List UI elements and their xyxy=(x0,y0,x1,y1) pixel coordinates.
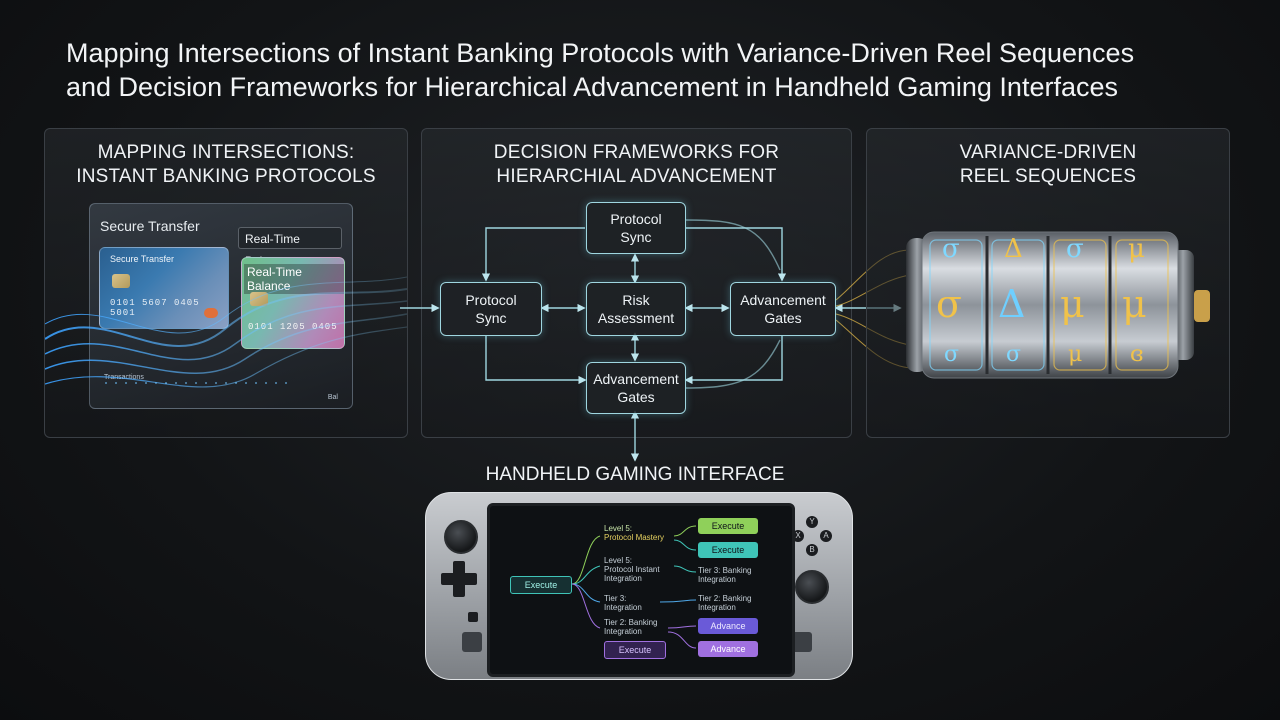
reel-symbol-sigma: σ xyxy=(1006,342,1022,367)
card-brand-icon xyxy=(204,308,218,318)
dpad-vertical[interactable] xyxy=(453,561,465,597)
reel-symbol-sigma: σ xyxy=(1066,234,1084,264)
node-label: Risk xyxy=(622,292,650,308)
banking-panel: MAPPING INTERSECTIONS: INSTANT BANKING P… xyxy=(44,128,408,438)
banking-title-line-2: INSTANT BANKING PROTOCOLS xyxy=(76,166,376,187)
tree-level-label: Tier 3: xyxy=(604,594,627,603)
tree-level-label: Integration xyxy=(698,603,736,612)
reels-panel-title: VARIANCE-DRIVEN REEL SEQUENCES xyxy=(867,141,1229,189)
face-button-b[interactable]: B xyxy=(806,544,818,556)
title-line-1: Mapping Intersections of Instant Banking… xyxy=(66,38,1135,68)
handheld-title: HANDHELD GAMING INTERFACE xyxy=(485,464,785,485)
reel-symbol-other: ɞ xyxy=(1130,342,1144,367)
tree-level-1: Level 5: Protocol Mastery xyxy=(604,524,664,542)
card-number: 0101 5607 0405 5001 xyxy=(110,298,200,318)
tree-right-item-2: Tier 2: Banking Integration xyxy=(698,594,752,612)
page-title: Mapping Intersections of Instant Banking… xyxy=(66,36,1246,104)
node-label: Sync xyxy=(475,310,507,326)
reel-symbol-mu: μ xyxy=(1068,342,1083,367)
node-label: Protocol xyxy=(465,292,517,308)
right-analog-stick[interactable] xyxy=(795,570,829,604)
tree-level-label: Integration xyxy=(698,575,736,584)
tree-level-label: Tier 3: Banking xyxy=(698,566,752,575)
decision-panel-title: DECISION FRAMEWORKS FOR HIERARCHIAL ADVA… xyxy=(422,141,851,189)
reel-symbol-sigma: σ xyxy=(942,234,960,264)
node-label: Advancement xyxy=(593,371,679,387)
left-analog-stick[interactable] xyxy=(444,520,478,554)
reel-symbol-mu: μ xyxy=(1060,282,1085,326)
bank-card-balance: Real-Time Balance 0101 1205 0405 xyxy=(241,257,345,349)
balance-short-label: Bal xyxy=(327,394,338,401)
title-line-2: and Decision Frameworks for Hierarchical… xyxy=(66,72,1118,102)
reel-symbol-sigma: σ xyxy=(944,342,960,367)
tree-level-label: Tier 2: Banking xyxy=(698,594,752,603)
tree-level-4: Tier 2: Banking Integration xyxy=(604,618,658,636)
reel-symbol-delta: Δ xyxy=(998,282,1026,326)
decision-title-line-1: DECISION FRAMEWORKS FOR xyxy=(493,142,780,163)
speaker-grille-right xyxy=(792,632,812,652)
tree-level-label: Integration xyxy=(604,603,642,612)
face-button-x[interactable]: X xyxy=(792,530,804,542)
execute-button-1[interactable]: Execute xyxy=(698,518,758,534)
execute-button-2[interactable]: Execute xyxy=(698,542,758,558)
face-button-y[interactable]: Y xyxy=(806,516,818,528)
face-button-a[interactable]: A xyxy=(820,530,832,542)
execute-root-button[interactable]: Execute xyxy=(510,576,572,594)
node-label: Sync xyxy=(620,229,652,245)
reel-symbol-sigma: σ xyxy=(936,282,962,326)
decision-title-line-2: HIERARCHIAL ADVANCEMENT xyxy=(496,166,777,187)
chip-icon xyxy=(112,274,130,288)
tree-right-item-1: Tier 3: Banking Integration xyxy=(698,566,752,584)
card-number: 0101 1205 0405 xyxy=(248,322,338,332)
tree-level-label: Integration xyxy=(604,627,642,636)
node-label: Assessment xyxy=(597,310,675,326)
transactions-label: Transactions xyxy=(104,374,144,381)
banking-illustration: Secure Transfer Transactions Bal Secure … xyxy=(45,129,407,437)
data-stream-waves xyxy=(45,276,407,388)
speaker-grille-left xyxy=(462,632,482,652)
menu-button[interactable] xyxy=(468,612,478,622)
banking-title-line-1: MAPPING INTERSECTIONS: xyxy=(97,142,355,163)
reels-title-line-2: REEL SEQUENCES xyxy=(959,166,1137,187)
tree-level-label: Tier 2: Banking xyxy=(604,618,658,627)
tree-level-label: Level 5: xyxy=(604,524,633,533)
tree-level-label: Protocol Mastery xyxy=(604,533,665,542)
tree-level-3: Tier 3: Integration xyxy=(604,594,642,612)
execute-bottom-button[interactable]: Execute xyxy=(604,641,666,659)
tree-level-2: Level 5: Protocol Instant Integration xyxy=(604,556,682,583)
reels-title-line-1: VARIANCE-DRIVEN xyxy=(959,142,1137,163)
bank-card-secure: Secure Transfer 0101 5607 0405 5001 xyxy=(99,247,229,329)
reel-symbol-delta: Δ xyxy=(1004,234,1023,264)
banking-panel-title: MAPPING INTERSECTIONS: INSTANT BANKING P… xyxy=(45,141,407,189)
card-title: Secure Transfer xyxy=(110,254,175,264)
tree-level-label: Level 5: xyxy=(604,556,633,565)
node-label: Gates xyxy=(764,310,802,326)
node-label: Advancement xyxy=(740,292,826,308)
advance-button-1[interactable]: Advance xyxy=(698,618,758,634)
secure-transfer-label: Secure Transfer xyxy=(100,218,200,234)
advance-button-2[interactable]: Advance xyxy=(698,641,758,657)
tree-level-label: Protocol Instant Integration xyxy=(604,565,660,583)
node-label: Protocol xyxy=(610,211,662,227)
reel-symbol-mu: μ xyxy=(1122,282,1147,326)
node-label: Gates xyxy=(617,389,655,405)
reel-symbol-mu: μ xyxy=(1128,234,1145,264)
